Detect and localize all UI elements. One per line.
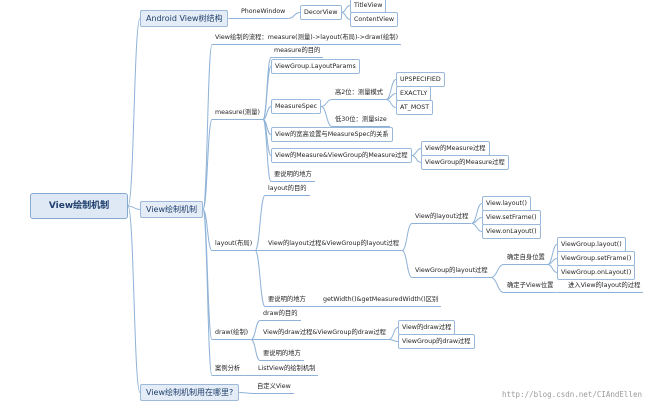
- node-view-layout-fn[interactable]: View.layout(): [482, 196, 531, 211]
- node-draw-purpose[interactable]: draw的目的: [260, 307, 301, 321]
- node-draw-process[interactable]: View的draw过程&ViewGroup的draw过程: [260, 326, 389, 340]
- node-layout-child-item[interactable]: 进入View的layout的过程: [565, 279, 644, 293]
- connector-node-layout-notes: [254, 250, 266, 307]
- connector-node-mode-at-most: [386, 99, 397, 108]
- connector-node-layoutparams: [262, 66, 272, 120]
- node-viewgroup-setframe[interactable]: ViewGroup.setFrame(): [557, 251, 636, 266]
- connector-branch-drawing: [127, 205, 141, 210]
- connector-branch-usage: [127, 205, 141, 393]
- node-layout-process[interactable]: View的layout过程&ViewGroup的layout过程: [265, 237, 403, 251]
- connector-node-viewgroup-draw: [388, 339, 399, 342]
- node-drawing-flow[interactable]: View绘制的流程：measure(测量)->layout(布局)->draw(…: [212, 31, 402, 45]
- node-layoutparams[interactable]: ViewGroup.LayoutParams: [271, 59, 360, 74]
- branch-view-tree[interactable]: Android View树结构: [140, 10, 229, 27]
- connector-branch-view-tree: [127, 18, 141, 207]
- connector-node-draw-notes: [250, 339, 261, 361]
- node-mode-upspecified[interactable]: UPSPECIFIED: [396, 72, 445, 87]
- connector-node-contentview: [341, 12, 351, 20]
- node-view-layout[interactable]: View的layout过程: [412, 210, 472, 224]
- node-measurespec-relation[interactable]: View的宽高设置与MeasureSpec的关系: [271, 127, 393, 142]
- node-viewgroup-measure[interactable]: ViewGroup的Measure过程: [421, 155, 509, 170]
- branch-usage[interactable]: View绘制机制用在哪里?: [140, 384, 240, 401]
- node-view-draw[interactable]: View的draw过程: [398, 320, 456, 335]
- node-layout-purpose[interactable]: layout的目的: [265, 182, 310, 196]
- connector-node-spec-low30: [320, 106, 333, 127]
- node-view-measure[interactable]: View的Measure过程: [421, 141, 490, 156]
- node-layout-child[interactable]: 确定子View位置: [504, 279, 557, 293]
- node-draw-notes[interactable]: 要说明的地方: [260, 347, 304, 361]
- connector-node-viewgroup-layout: [401, 250, 413, 278]
- connector-node-case: [202, 209, 213, 376]
- node-layout-notes[interactable]: 要说明的地方: [265, 293, 309, 307]
- node-case[interactable]: 案例分析: [212, 362, 244, 376]
- node-getwidth[interactable]: getWidth()&getMeasuredWidth()区别: [320, 293, 442, 307]
- node-measure-notes[interactable]: 要说明的地方: [271, 168, 315, 182]
- node-custom-view[interactable]: 自定义View: [254, 380, 294, 394]
- node-view-setframe[interactable]: View.setFrame(): [482, 210, 541, 225]
- connector-node-measure: [202, 119, 213, 210]
- node-spec-high2[interactable]: 高2位：测量模式: [332, 86, 387, 100]
- node-viewgroup-layout[interactable]: ViewGroup的layout过程: [412, 264, 491, 278]
- connector-node-view-measure: [411, 148, 422, 156]
- connector-node-drawing-flow: [202, 44, 213, 210]
- connector-node-view-draw: [388, 327, 399, 340]
- node-view-onlayout[interactable]: View.onLayout(): [482, 224, 541, 239]
- node-spec-low30[interactable]: 低30位：测量size: [332, 113, 390, 127]
- connector-node-measurespec: [262, 106, 272, 120]
- connector-node-decorview: [288, 12, 301, 19]
- node-viewgroup-draw[interactable]: ViewGroup的draw过程: [398, 334, 475, 349]
- node-viewgroup-layout-fn[interactable]: ViewGroup.layout(): [557, 237, 626, 252]
- node-layout[interactable]: layout(布局): [212, 237, 256, 251]
- connector-node-viewgroup-measure: [411, 155, 422, 163]
- node-measure[interactable]: measure(测量): [212, 106, 263, 120]
- connector-node-viewgroup-onlayout: [547, 264, 558, 273]
- node-contentview[interactable]: ContentView: [350, 12, 398, 27]
- node-draw[interactable]: draw(绘制): [212, 326, 252, 340]
- node-decorview[interactable]: DecorView: [300, 5, 342, 20]
- node-case-listview[interactable]: ListView的绘制机制: [255, 362, 319, 376]
- connector-node-view-layout: [401, 223, 413, 251]
- node-measure-process[interactable]: View的Measure&ViewGroup的Measure过程: [271, 148, 412, 163]
- node-measurespec[interactable]: MeasureSpec: [271, 99, 322, 114]
- node-layout-self[interactable]: 确定自身位置: [504, 251, 548, 265]
- node-mode-at-most[interactable]: AT_MOST: [396, 100, 434, 115]
- branch-drawing[interactable]: View绘制机制: [140, 201, 203, 218]
- root-node[interactable]: View绘制机制: [30, 193, 128, 219]
- node-phonewindow[interactable]: PhoneWindow: [238, 5, 289, 19]
- connector-node-measure-notes: [262, 119, 272, 182]
- connector-node-custom-view: [239, 392, 255, 394]
- node-mode-exactly[interactable]: EXACTLY: [396, 86, 432, 101]
- connector-node-draw-purpose: [250, 320, 261, 340]
- connector-node-view-onlayout: [471, 223, 483, 232]
- connector-node-layout-child: [490, 277, 505, 293]
- connector-node-spec-high2: [321, 99, 333, 107]
- connector-node-layout-purpose: [254, 195, 266, 251]
- connector-node-titleview: [341, 5, 351, 13]
- watermark: http://blog.csdn.net/CIAndEllen: [502, 390, 642, 399]
- node-measure-purpose[interactable]: measure的目的: [271, 44, 324, 58]
- connector-node-layout-self: [490, 264, 505, 278]
- node-viewgroup-onlayout[interactable]: ViewGroup.onLayout(): [557, 265, 636, 280]
